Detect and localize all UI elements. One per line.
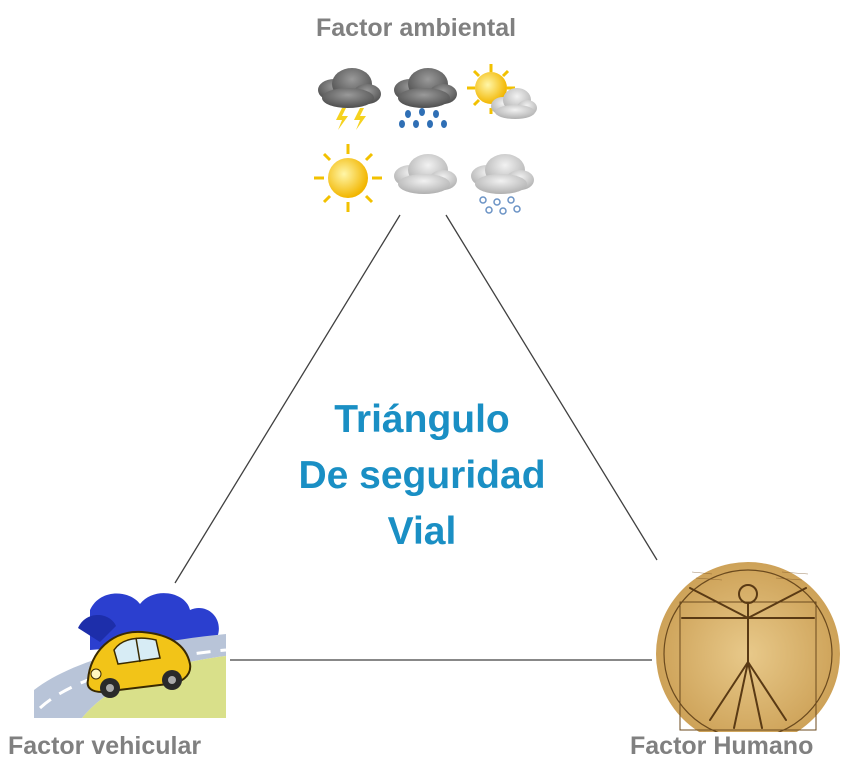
title-line-3: Vial — [387, 510, 457, 553]
diagram-title: Triángulo De seguridad Vial — [212, 392, 632, 560]
label-factor-ambiental: Factor ambiental — [316, 14, 517, 42]
line-left — [174, 214, 401, 584]
snow-cloud-icon — [471, 154, 534, 215]
title-line-2: De seguridad — [298, 454, 546, 497]
line-right — [445, 214, 658, 561]
car-icon — [34, 593, 227, 718]
label-factor-vehicular: Factor vehicular — [8, 732, 202, 760]
label-factor-humano: Factor Humano — [630, 732, 814, 760]
vitruvian-man-icon — [652, 562, 845, 732]
weather-icons — [314, 64, 537, 215]
storm-cloud-icon — [318, 68, 381, 130]
cloud-icon — [394, 154, 457, 194]
partly-sunny-icon — [467, 64, 537, 119]
sun-icon — [314, 144, 382, 212]
rain-cloud-icon — [394, 68, 457, 128]
title-line-1: Triángulo — [334, 398, 510, 441]
